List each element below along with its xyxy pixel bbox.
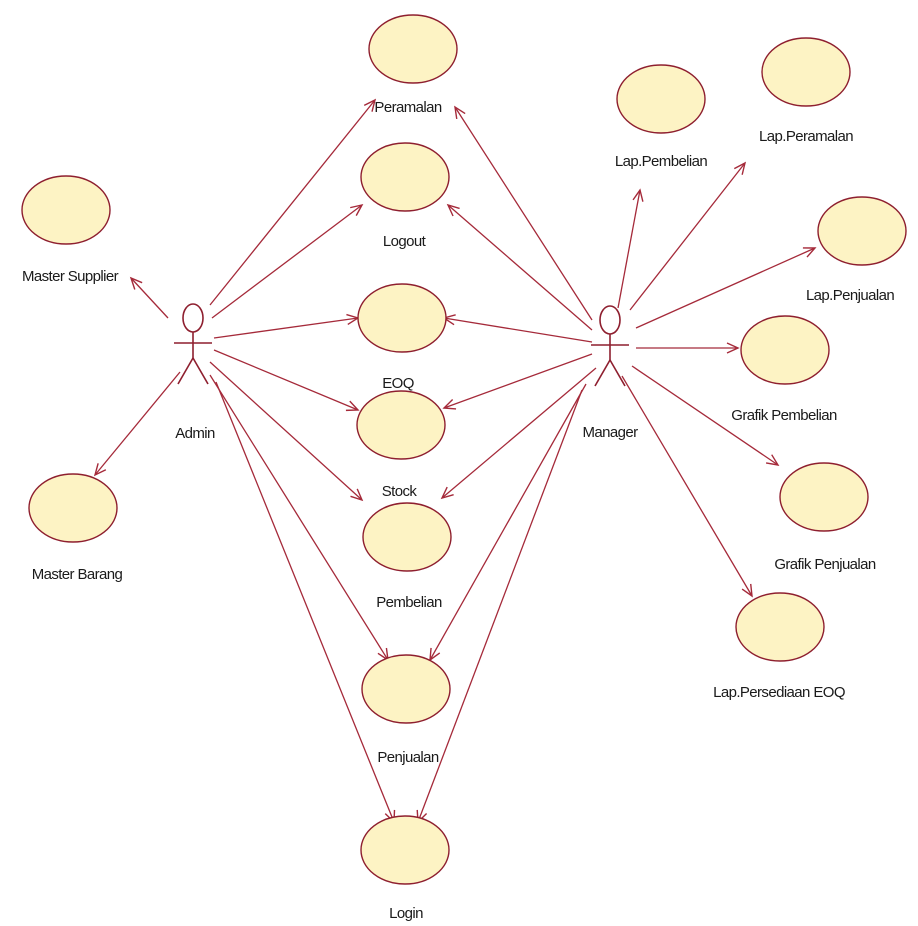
edge-manager-logout xyxy=(446,203,593,331)
edge-manager-lap-persediaan-eoq xyxy=(621,375,753,598)
edge-manager-lap-penjualan xyxy=(635,247,817,329)
edge-manager-lap-pembelian xyxy=(617,188,644,309)
edge-manager-peramalan xyxy=(454,105,593,321)
edge-admin-logout xyxy=(211,203,364,319)
use-case-pembelian-label: Pembelian xyxy=(376,594,442,611)
use-case-lap-penjualan-label: Lap.Penjualan xyxy=(806,287,894,304)
edge-admin-stock xyxy=(213,349,360,412)
use-case-eoq-oval xyxy=(357,283,447,353)
edge-admin-master-barang xyxy=(93,371,181,477)
edge-manager-pembelian xyxy=(440,367,597,500)
use-case-login[interactable]: Login xyxy=(360,815,450,922)
edge-manager-stock xyxy=(442,353,593,410)
use-case-lap-persediaan-eoq-oval xyxy=(735,592,825,662)
use-case-lap-peramalan-oval xyxy=(761,37,851,107)
use-case-peramalan[interactable]: Peramalan xyxy=(368,14,458,116)
use-case-penjualan-label: Penjualan xyxy=(377,749,439,766)
manager-label: Manager xyxy=(582,424,638,441)
use-case-lap-persediaan-eoq-label: Lap.Persediaan EOQ xyxy=(713,684,845,701)
actor-admin[interactable]: Admin xyxy=(174,303,216,442)
use-case-pembelian[interactable]: Pembelian xyxy=(362,502,452,611)
use-case-grafik-penjualan-label: Grafik Penjualan xyxy=(774,556,876,573)
use-case-logout-label: Logout xyxy=(383,233,427,250)
manager-right-leg xyxy=(609,359,626,387)
manager-associations xyxy=(416,105,817,824)
edge-admin-penjualan xyxy=(209,374,389,662)
use-case-peramalan-oval xyxy=(368,14,458,84)
admin-right-leg xyxy=(192,357,209,385)
edge-manager-grafik-penjualan xyxy=(631,365,780,466)
use-case-eoq[interactable]: EOQ xyxy=(357,283,447,392)
edge-manager-penjualan xyxy=(429,383,587,662)
use-case-lap-pembelian-label: Lap.Pembelian xyxy=(615,153,708,170)
actor-manager[interactable]: Manager xyxy=(582,305,639,441)
admin-label: Admin xyxy=(175,425,215,442)
use-case-master-barang-oval xyxy=(28,473,118,543)
admin-associations xyxy=(93,98,396,824)
use-case-logout-oval xyxy=(360,142,450,212)
edge-manager-lap-peramalan xyxy=(629,161,747,311)
use-case-master-supplier[interactable]: Master Supplier xyxy=(21,175,119,285)
edge-manager-eoq xyxy=(442,314,593,343)
use-case-grafik-pembelian-label: Grafik Pembelian xyxy=(731,407,837,424)
use-case-pembelian-oval xyxy=(362,502,452,572)
use-case-stock[interactable]: Stock xyxy=(356,390,446,500)
use-case-stock-oval xyxy=(356,390,446,460)
admin-head xyxy=(182,303,204,333)
use-case-lap-persediaan-eoq[interactable]: Lap.Persediaan EOQ xyxy=(713,592,845,701)
use-case-eoq-label: EOQ xyxy=(382,375,414,392)
use-case-peramalan-label: Peramalan xyxy=(374,99,441,116)
use-case-lap-pembelian[interactable]: Lap.Pembelian xyxy=(615,64,708,170)
use-case-grafik-penjualan-oval xyxy=(779,462,869,532)
edge-admin-peramalan xyxy=(209,98,377,306)
use-case-master-barang[interactable]: Master Barang xyxy=(28,473,123,583)
use-case-stock-label: Stock xyxy=(382,483,418,500)
use-case-lap-penjualan-oval xyxy=(817,196,907,266)
use-case-master-supplier-oval xyxy=(21,175,111,245)
admin-left-leg xyxy=(177,357,194,385)
use-case-lap-peramalan-label: Lap.Peramalan xyxy=(759,128,853,145)
use-case-login-label: Login xyxy=(389,905,423,922)
use-case-logout[interactable]: Logout xyxy=(360,142,450,250)
use-case-penjualan-oval xyxy=(361,654,451,724)
use-case-login-oval xyxy=(360,815,450,885)
edge-admin-master-supplier xyxy=(129,276,169,319)
use-case-lap-pembelian-oval xyxy=(616,64,706,134)
use-case-penjualan[interactable]: Penjualan xyxy=(361,654,451,766)
edge-admin-login xyxy=(215,381,396,824)
edge-admin-pembelian xyxy=(209,361,364,502)
use-case-grafik-penjualan[interactable]: Grafik Penjualan xyxy=(774,462,877,573)
edge-admin-eoq xyxy=(213,313,360,339)
use-case-master-supplier-label: Master Supplier xyxy=(22,268,119,285)
manager-left-leg xyxy=(594,359,611,387)
use-case-master-barang-label: Master Barang xyxy=(32,566,123,583)
manager-head xyxy=(599,305,621,335)
use-case-grafik-pembelian-oval xyxy=(740,315,830,385)
use-case-lap-penjualan[interactable]: Lap.Penjualan xyxy=(806,196,907,304)
edge-manager-login xyxy=(416,389,583,824)
use-case-lap-peramalan[interactable]: Lap.Peramalan xyxy=(759,37,854,145)
use-case-grafik-pembelian[interactable]: Grafik Pembelian xyxy=(731,315,838,424)
